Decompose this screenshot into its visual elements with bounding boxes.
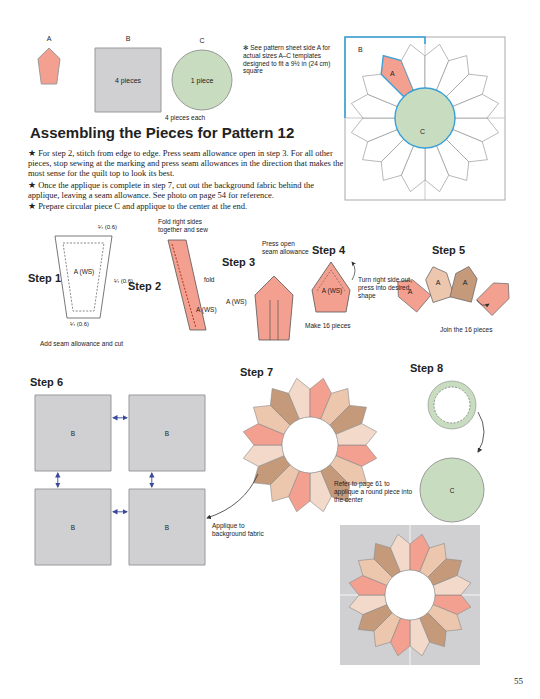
step-heading: Step 4 (312, 244, 357, 257)
annotation: Applique to background fabric (212, 522, 274, 538)
annotation: A (WS) (226, 298, 252, 306)
double-arrow (151, 473, 152, 487)
annotation: C (420, 128, 430, 136)
template-piece: B (129, 489, 205, 565)
step-heading: Step 7 (240, 366, 285, 379)
template-piece: B (35, 489, 111, 565)
template-piece: B (129, 395, 205, 471)
petal (433, 576, 471, 596)
annotation: A (WS) (196, 306, 220, 314)
annotation: Add seam allowance and cut (40, 340, 150, 348)
annotation: B (358, 46, 368, 54)
annotation: fold (204, 276, 224, 284)
petal (453, 94, 499, 118)
template-piece: B4 pieces (95, 48, 161, 112)
double-arrow (113, 511, 127, 512)
piece-label: B (165, 524, 169, 531)
instruction-text: 55 (514, 676, 534, 687)
template-piece: C (420, 458, 484, 522)
template-piece: B (35, 395, 111, 471)
piece-letter: A (38, 35, 60, 42)
petal (310, 471, 331, 512)
square-shape (129, 395, 205, 471)
petal (391, 534, 411, 572)
piece-label: 1 piece (191, 77, 214, 84)
annotation: A (390, 70, 400, 78)
petal (351, 118, 397, 142)
circle-shape (420, 458, 484, 522)
piece-label: C (450, 487, 455, 494)
square-shape (35, 489, 111, 565)
instruction-text: ★ For step 2, stitch from edge to edge. … (28, 148, 344, 179)
square-shape (95, 48, 161, 112)
annotation: A (404, 288, 416, 296)
annotation: ¼ (0.6) (98, 224, 133, 231)
piece-label: 4 pieces (115, 77, 141, 84)
piece-label: B (71, 430, 75, 437)
annotation: Make 16 pieces (305, 322, 365, 330)
piece-outline (38, 48, 60, 84)
annotation: 4 pieces each (165, 114, 225, 122)
template-piece: C1 piece (172, 50, 232, 110)
annotation: A (WS) (73, 268, 95, 276)
circle-shape (172, 50, 232, 110)
page-title: Assembling the Pieces for Pattern 12 (30, 124, 294, 141)
petal (336, 424, 377, 445)
annotation: Press open seam allowance (262, 240, 312, 256)
step-heading: Step 1 (28, 272, 73, 285)
annotation: A (459, 279, 471, 287)
petal (349, 595, 387, 615)
petal (401, 44, 425, 90)
step-heading: Step 5 (432, 244, 477, 257)
double-arrow (113, 417, 127, 418)
annotation: Join the 16 pieces (440, 326, 510, 334)
piece-label: B (165, 430, 169, 437)
annotation: Fold right sides together and sew (158, 218, 222, 234)
instruction-text: ★ Prepare circular piece C and applique … (28, 201, 344, 211)
step-heading: Step 3 (222, 256, 267, 269)
step-heading: Step 2 (128, 280, 173, 293)
instruction-text: ★ Once the applique is complete in step … (28, 180, 344, 200)
petal (243, 445, 284, 466)
annotation: A (432, 279, 444, 287)
annotation: A (WS) (319, 287, 345, 295)
square-shape (129, 489, 205, 565)
step-heading: Step 6 (30, 376, 75, 389)
annotation: ¼ (0.6) (70, 321, 105, 328)
petal (410, 618, 430, 656)
piece-label: B (71, 524, 75, 531)
annotation: Turn right side out, press into desired … (358, 276, 420, 299)
petal (289, 378, 310, 419)
petal (425, 146, 449, 192)
pentagon-shape (38, 48, 60, 84)
annotation: Refer to page 61 to applique a round pie… (334, 480, 416, 503)
piece-letter: C (172, 37, 232, 44)
double-arrow (57, 473, 58, 487)
step-heading: Step 8 (410, 362, 455, 375)
template-piece: A (38, 48, 60, 84)
piece-letter: B (95, 35, 161, 42)
annotation: ✻ See pattern sheet side A for actual si… (243, 44, 339, 75)
square-shape (35, 395, 111, 471)
